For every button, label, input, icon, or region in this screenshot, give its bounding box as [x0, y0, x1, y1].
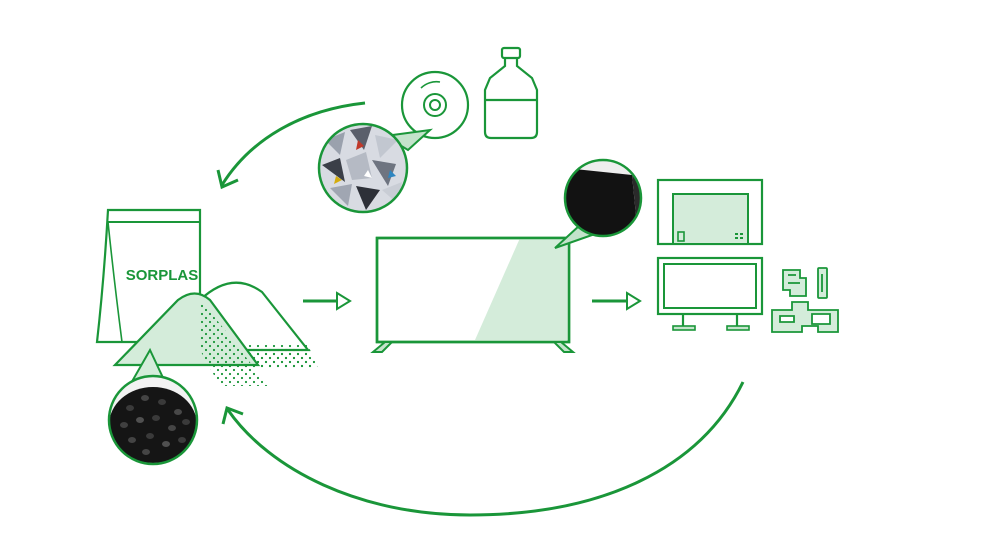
- pellet-piles: [112, 281, 318, 386]
- water-bottle-icon: [483, 46, 539, 140]
- arrow-to-products: [592, 291, 642, 311]
- tv-back-panel-photo: [554, 158, 643, 249]
- top-return-arrow: [216, 101, 366, 190]
- molded-parts-icon: [771, 267, 839, 333]
- plastic-shards-photo: [317, 122, 434, 214]
- black-pellets-photo: [107, 347, 199, 466]
- bag-label: SORPLAS: [126, 267, 199, 284]
- bottom-return-arrow: [221, 381, 745, 517]
- flat-tv-icon: [370, 236, 576, 353]
- tv-rear-cabinet-icon: [656, 178, 764, 246]
- arrow-to-tv: [303, 291, 352, 311]
- monitor-icon: [656, 256, 764, 331]
- compact-disc-icon: [400, 70, 470, 140]
